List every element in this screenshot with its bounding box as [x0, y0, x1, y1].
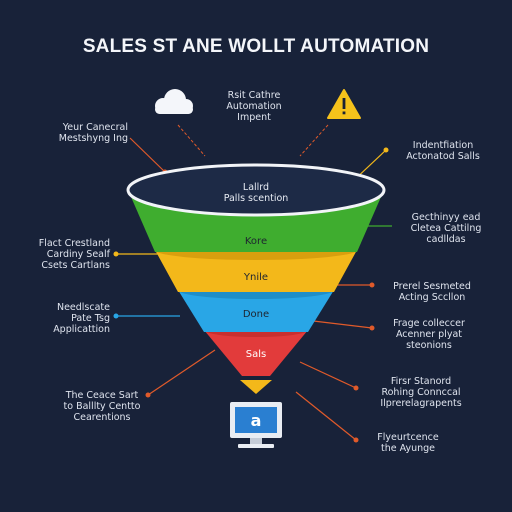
right-label-5: Firsr Stanord Rohing Connccal Ilprerelag… [380, 376, 462, 409]
funnel-rim [126, 163, 386, 217]
leader-dot [369, 282, 375, 288]
stage-label-green: Kore [244, 236, 268, 247]
top-label: Rsit Cathre Automation Impent [226, 90, 282, 123]
right-label-4: Frage colleccer Acenner plyat steonions [393, 318, 465, 351]
left-label-1: Yeur Canecral Mestshyng Ing [58, 122, 128, 144]
leader-dot [113, 313, 119, 319]
leader-line [129, 137, 166, 173]
funnel-stage-red [204, 330, 308, 376]
computer-icon: a [230, 402, 282, 448]
leader-line [304, 319, 373, 329]
left-label-3: Needlscate Pate Tsg Applicattion [53, 302, 110, 335]
svg-text:a: a [251, 411, 262, 430]
leader-line [299, 361, 357, 389]
stage-label-yellow: Ynile [243, 272, 269, 283]
warning-icon [327, 89, 361, 119]
cloud-icon [155, 89, 193, 114]
leader-dot [353, 437, 359, 443]
funnel-rim-label: Lallrd Palls scention [223, 182, 289, 204]
page-title: SALES ST ANE WOLLT AUTOMATION [82, 36, 430, 57]
funnel-stage-yellow [155, 250, 357, 292]
right-label-2: Gecthinyy ead Cletea Cattilng cadlldas [410, 212, 482, 245]
leader-dot [113, 251, 119, 257]
right-label-3: Prerel Sesmeted Acting Sccllon [393, 281, 471, 303]
left-label-2: Flact Crestland Cardiny Sealf Csets Cart… [38, 238, 110, 271]
stage-label-blue: Done [242, 309, 270, 320]
leader-dot [353, 385, 359, 391]
stage-label-red: Sals [245, 349, 267, 360]
right-label-1: Indentfiation Actonatod Salls [406, 140, 480, 162]
leader-dot [383, 147, 389, 153]
leader-line [177, 124, 206, 157]
right-label-6: Flyeurtcence the Ayunge [377, 432, 439, 454]
leader-line [147, 349, 216, 396]
left-label-4: The Ceace Sart to Balllty Centto Cearent… [63, 390, 141, 423]
leader-line [295, 391, 357, 441]
spout-arrow [240, 380, 272, 394]
leader-dot [145, 392, 151, 398]
leader-dot [369, 325, 375, 331]
leader-line [299, 124, 329, 157]
funnel [126, 163, 386, 376]
funnel-stage-blue [178, 290, 334, 332]
